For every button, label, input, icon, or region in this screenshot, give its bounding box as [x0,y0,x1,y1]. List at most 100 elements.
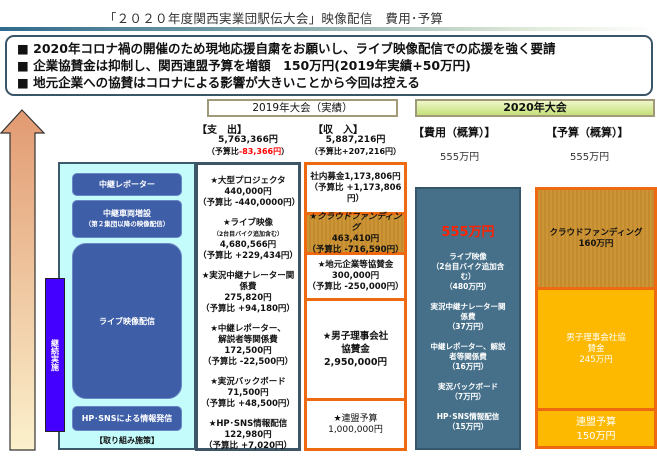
initiative-live-stream: ライブ映像配信 [72,243,182,399]
expense-item: ★ライブ映像 （2台目バイク追加含む） 4,680,566円（予算比 +229,43… [198,218,298,262]
cost-amount: （15万円） [447,422,489,431]
cost-item: ライブ映像（2台目バイク追加含む）（480万円） [417,252,519,292]
diff-suffix: ） [281,147,290,156]
income-name: 社内募金1,173,806円 [310,172,401,182]
cost-item: HP･SNS情報配信（15万円） [417,412,519,432]
cost-item: 実況バックボード（7万円） [417,382,519,402]
income-diff: （予算比 -716,590円） [307,244,404,255]
expense-diff: （予算比 -22,500円） [202,357,294,367]
budget-amount: 150万円 [576,431,616,442]
income-diff: （予算比+207,216円） [309,147,402,156]
initiative-label: 中継車両増設 [103,209,151,218]
income-amount: 300,000円 [331,271,380,281]
budget-amount: 160万円 [578,238,614,249]
income-name: ★クラウドファンディング [309,211,402,233]
cost-amount: （37万円） [447,322,489,331]
income-name: ★連盟予算 [333,413,378,424]
expense-diff: （予算比 +48,500円） [201,399,295,409]
expense-diff: -83,366円 [238,147,282,156]
cost-amount: （16万円） [447,362,489,371]
diff-prefix: （予算比 [206,147,239,156]
expense-amount: 172,500円 [224,346,272,356]
expense-amount: 122,980円 [224,430,272,440]
initiative-label: ライブ映像配信 [99,316,155,326]
budget-item: 連盟予算 150万円 [538,411,654,449]
cost-name: 実況バックボード [438,382,498,391]
summary-line: ■ 企業協賛金は抑制し、関西連盟予算を増額 150万円(2019年実績+50万円… [17,58,471,73]
cost-amount: （7万円） [450,392,486,401]
income-diff: （予算比 -250,000円） [307,282,404,292]
initiative-reporter: 中継レポーター [72,173,182,196]
continuing-bar: 継続実施 [45,278,65,432]
up-arrow-icon [0,109,46,451]
expense-amount: 4,680,566円 [219,240,277,250]
budget-heading: 【予算（概算）】 [546,126,629,139]
budget-name: クラウドファンディング [549,227,643,238]
cost-name: ライブ映像 [449,252,487,261]
budget-amount: 245万円 [579,354,613,365]
initiative-extra-vehicle: 中継車両増設 （第２集団以降の映像配信） [72,200,182,238]
income-item: 社内募金1,173,806円（予算比 +1,173,806円） [307,165,404,215]
cost-2020-panel: 555万円 ライブ映像（2台目バイク追加含む）（480万円） 実況中継ナレーター関… [415,187,521,450]
expense-total: 5,763,366円 （予算比-83,366円） [195,135,301,157]
expense-diff: （予算比 -440,0000円） [198,198,301,208]
cost-name: 中継レポーター、解説者等関係費 [430,342,506,361]
initiatives-label: 【取り組み施策】 [95,436,159,445]
budget-name: 連盟予算 [576,417,616,428]
income-2019-panel: 社内募金1,173,806円（予算比 +1,173,806円） ★クラウドファン… [304,162,407,451]
header-2019: 2019年大会（実績） [207,99,398,117]
title-divider [0,27,657,31]
budget-name: 男子理事会社協賛金 [566,332,626,354]
expense-diff: （予算比 +94,180円） [201,304,295,314]
cost-item: 実況中継ナレーター関係費（37万円） [417,302,519,332]
cost-name: 実況中継ナレーター関係費 [430,302,506,321]
income-name: ★地元企業等協賛金 [317,260,394,270]
cost-list: ライブ映像（2台目バイク追加含む）（480万円） 実況中継ナレーター関係費（37万… [417,252,519,432]
cost-note: （2台目バイク追加含む） [431,262,505,281]
initiative-label: 中継レポーター [99,180,155,189]
expense-name: ★HP･SNS情報配信 [208,419,288,429]
initiatives-panel: 中継レポーター 中継車両増設 （第２集団以降の映像配信） ライブ映像配信 HP･S… [58,162,196,450]
expense-amount: 440,000円 [224,187,272,197]
expense-name: ★中継レポーター、解説者等関係費 [210,324,286,345]
summary-box: ■ 2020年コロナ禍の開催のため現地応援自粛をお願いし、ライブ映像配信での応援… [5,35,653,96]
income-name: ★男子理事会社協賛金 [322,331,389,355]
summary-line: ■ 地元企業への協賛はコロナによる影響が大きいことから今回は控える [17,75,420,90]
cost-heading: 【費用（概算）】 [413,126,496,139]
expense-heading: 【支 出】 [197,125,247,136]
cost-total: 555万円 [440,152,480,163]
expense-diff: （予算比 +229,434円） [198,251,298,261]
cost-big-total: 555万円 [441,225,495,240]
header-2020: 2020年大会 [415,99,655,117]
summary-line: ■ 2020年コロナ禍の開催のため現地応援自粛をお願いし、ライブ映像配信での応援… [17,41,556,56]
expense-name: ★大型プロジェクタ [210,176,286,186]
initiative-label: HP･SNSによる情報発信 [81,414,173,423]
cost-amount: （480万円） [445,282,491,291]
expense-name: ★ライブ映像 [222,218,274,228]
expense-2019-panel [195,162,301,451]
initiative-note: （第２集団以降の映像配信） [84,220,170,228]
expense-name: ★実況バックボード [210,377,286,387]
cost-item: 中継レポーター、解説者等関係費（16万円） [417,342,519,372]
expense-name: ★実況中継ナレーター関係費 [201,271,295,292]
income-heading: 【収 入】 [313,125,363,136]
expense-diff: （予算比 +7,020円） [204,441,292,451]
expense-total-value: 5,763,366円 [218,135,278,145]
expense-note: （2台目バイク追加含む） [212,231,284,238]
income-total: 5,887,216円 （予算比+207,216円） [304,135,407,157]
budget-total: 555万円 [570,152,610,163]
expense-amount: 71,500円 [227,388,269,398]
expense-amount: 275,820円 [224,293,272,303]
